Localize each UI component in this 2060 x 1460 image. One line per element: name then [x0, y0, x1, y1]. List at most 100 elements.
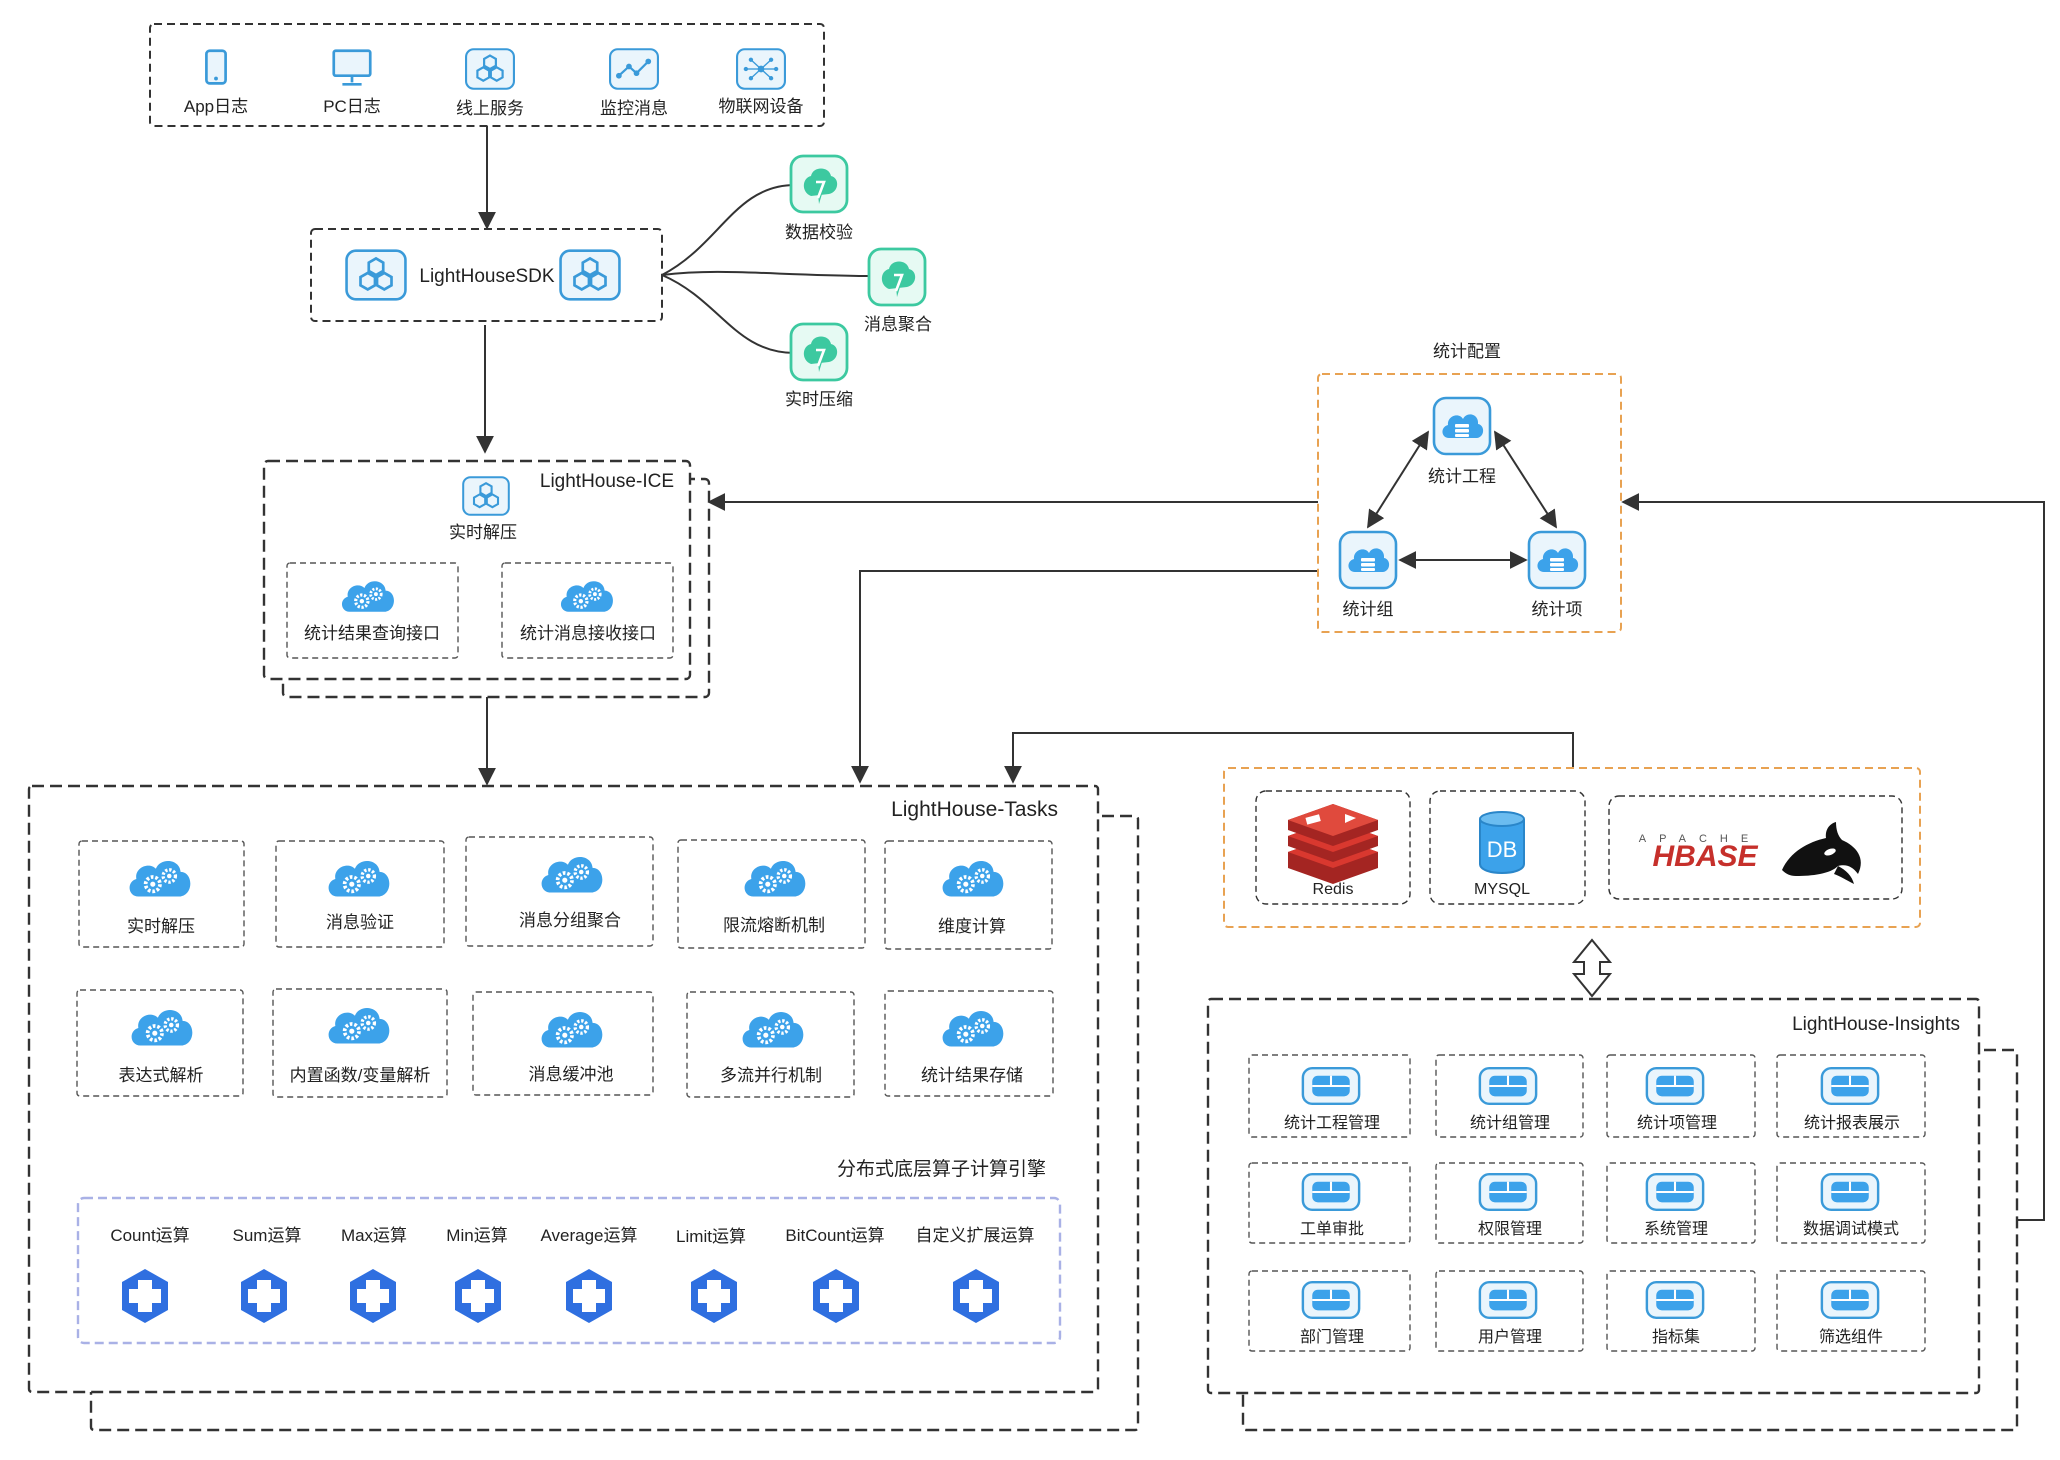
tasks-panel: LightHouse-Tasks 实时解压 消息验证 消息分组聚合 限流熔断机制…: [27, 784, 1140, 1432]
ice-decompress-label: 实时解压: [449, 523, 517, 542]
module-icon: [1820, 1172, 1880, 1212]
insight-module-label: 部门管理: [1300, 1328, 1364, 1346]
config-node-label: 统计工程: [1428, 467, 1496, 486]
module-icon: [1820, 1280, 1880, 1320]
cluster-icon: [559, 249, 621, 301]
operator-label: BitCount运算: [785, 1226, 884, 1245]
sdk-branch-compress: [661, 274, 796, 354]
insight-module-label: 统计组管理: [1470, 1114, 1550, 1132]
ice-title: LightHouse-ICE: [540, 471, 674, 492]
config-project-group-arrow: [1367, 430, 1429, 529]
task-module-label: 表达式解析: [119, 1066, 204, 1085]
cluster-icon: [464, 48, 516, 90]
cluster-icon: [345, 249, 407, 301]
tasks-title: LightHouse-Tasks: [891, 798, 1058, 821]
database-icon-label: DB: [1487, 837, 1518, 862]
feature-icon: [789, 154, 849, 214]
feature-label: 消息聚合: [864, 315, 932, 334]
module-icon: [1478, 1280, 1538, 1320]
operator-label: Limit运算: [676, 1227, 746, 1246]
module-icon: [1645, 1172, 1705, 1212]
storage-to-tasks-arrow: [1004, 732, 1574, 784]
insight-module-label: 统计项管理: [1637, 1114, 1717, 1132]
cluster-icon: [462, 476, 510, 516]
cloud-server-icon: [1527, 530, 1587, 590]
insights-panel: LightHouse-Insights 统计工程管理 统计组管理 统计项管理 统…: [1206, 997, 2019, 1432]
iot-network-icon: [735, 48, 787, 90]
task-module-label: 消息分组聚合: [519, 911, 621, 930]
feature-label: 数据校验: [785, 223, 853, 242]
config-panel: 统计配置 统计工程 统计组 统计项: [1317, 342, 1622, 633]
hbase-top-label: APACHE: [1639, 833, 1761, 845]
module-icon: [1301, 1172, 1361, 1212]
module-icon: [1820, 1066, 1880, 1106]
insight-module-label: 筛选组件: [1819, 1327, 1883, 1346]
redis-label: Redis: [1313, 881, 1354, 898]
module-icon: [1645, 1280, 1705, 1320]
sdk-branch-aggregate: [661, 270, 869, 277]
module-icon: [1478, 1172, 1538, 1212]
source-label: PC日志: [323, 97, 381, 116]
ice-api-label: 统计结果查询接口: [304, 624, 440, 643]
orca-icon: [1782, 822, 1861, 884]
source-label: 物联网设备: [719, 97, 804, 116]
task-module-label: 限流熔断机制: [723, 916, 825, 935]
module-icon: [1301, 1280, 1361, 1320]
database-icon: [1479, 811, 1525, 874]
tablet-icon: [204, 49, 228, 85]
feature-icon: [789, 322, 849, 382]
source-label: 线上服务: [456, 99, 524, 118]
hbase-label: HBASE: [1652, 840, 1758, 873]
sdk-title: LightHouseSDK: [419, 266, 555, 287]
task-module-label: 内置函数/变量解析: [290, 1066, 431, 1085]
task-module-label: 实时解压: [127, 917, 195, 936]
insight-module-label: 权限管理: [1478, 1220, 1542, 1238]
task-module-label: 统计结果存储: [921, 1066, 1023, 1085]
sdk-panel: LightHouseSDK: [310, 228, 663, 322]
task-module-label: 消息缓冲池: [529, 1065, 614, 1084]
redis-logo: [1288, 804, 1378, 884]
insight-module-label: 统计工程管理: [1284, 1114, 1380, 1132]
ice-api-label: 统计消息接收接口: [520, 624, 656, 643]
connectors: [476, 126, 2045, 1221]
double-arrow-icon: [1571, 938, 1613, 998]
insight-module-label: 统计报表展示: [1804, 1114, 1900, 1132]
storage-panel: Redis DB MYSQL APACHE HBASE: [1223, 767, 1921, 928]
source-label: 监控消息: [600, 99, 668, 118]
operator-label: 自定义扩展运算: [916, 1226, 1035, 1245]
cloud-server-icon: [1338, 530, 1398, 590]
cloud-server-icon: [1432, 396, 1492, 456]
insight-module-label: 系统管理: [1644, 1220, 1708, 1238]
operator-label: Sum运算: [233, 1226, 302, 1245]
engine-title: 分布式底层算子计算引擎: [837, 1158, 1046, 1180]
insight-module-label: 指标集: [1652, 1328, 1700, 1346]
insights-title: LightHouse-Insights: [1792, 1014, 1960, 1035]
config-title: 统计配置: [1433, 342, 1501, 361]
feature-label: 实时压缩: [785, 390, 853, 409]
insight-module-label: 工单审批: [1300, 1220, 1364, 1238]
source-label: App日志: [184, 97, 248, 116]
config-node-label: 统计组: [1343, 600, 1394, 619]
insights-to-config-arrow: [1621, 493, 2045, 1221]
insight-module-label: 用户管理: [1478, 1328, 1542, 1346]
module-icon: [1645, 1066, 1705, 1106]
insight-module-label: 数据调试模式: [1803, 1220, 1899, 1238]
module-icon: [1478, 1066, 1538, 1106]
task-module-label: 消息验证: [326, 913, 394, 932]
line-graph-icon: [608, 48, 660, 90]
operator-label: Average运算: [540, 1226, 637, 1245]
operator-label: Max运算: [341, 1226, 407, 1245]
sdk-features: 数据校验 消息聚合 实时压缩: [785, 154, 932, 409]
module-icon: [1301, 1066, 1361, 1106]
task-module-label: 多流并行机制: [720, 1066, 822, 1085]
mysql-label: MYSQL: [1474, 881, 1530, 898]
data-sources-panel: App日志 PC日志 线上服务 监控消息 物联网设备: [149, 23, 825, 127]
ice-panel: LightHouse-ICE 实时解压 统计结果查询接口 统计消息接收接口: [262, 459, 711, 699]
operator-label: Count运算: [110, 1226, 189, 1245]
config-to-tasks-arrow: [851, 570, 1318, 784]
operator-label: Min运算: [446, 1226, 507, 1245]
feature-icon: [867, 247, 927, 307]
config-node-label: 统计项: [1532, 600, 1583, 619]
sdk-branch-validate: [661, 184, 796, 276]
